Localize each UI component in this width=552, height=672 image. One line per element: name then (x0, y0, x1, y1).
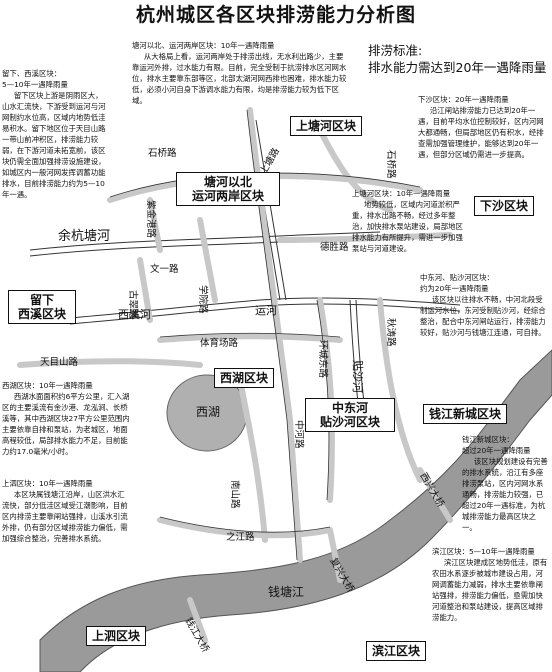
road-tianmushan (17, 358, 203, 368)
road-nanshan (237, 377, 268, 543)
note-body: 留下区块上游是阴雨区大，山水汇流快，下游受到运河与河网制约水位高，区域内地势低洼… (2, 91, 106, 199)
road-xueyuan (197, 217, 218, 303)
label-shiqiao2: 石桥路 (385, 150, 397, 179)
label-xueyuan: 学院路 (197, 285, 209, 314)
note-binjiang: 滨江区块：5—10年一遇降雨量 滨江区块建成区地势低洼，原有农田水系逐步被城市建… (432, 546, 548, 623)
note-head: 上塘河区块：10年一遇降雨量 (352, 189, 451, 198)
road-shiqiao (317, 127, 393, 213)
note-shangtanghe: 上塘河区块：10年一遇降雨量 地势较低，区域内河道淤积严重，排水出路不畅，经过多… (352, 188, 464, 254)
road-qiutao (377, 297, 423, 483)
note-sub: 5—10年一遇降雨量 (2, 80, 68, 89)
label-nanshan: 南山路 (229, 480, 241, 509)
district-qianjiang: 钱江新城区块 (423, 404, 508, 424)
label-xixihe: 西溪河 (118, 308, 151, 321)
note-head: 滨江区块：5—10年一遇降雨量 (432, 547, 535, 556)
district-binjiang: 滨江区块 (366, 641, 427, 661)
note-head: 下沙区块：20年一遇降雨量 (418, 95, 509, 104)
road-fuxing (327, 527, 343, 583)
label-yunhe: 运河 (255, 304, 277, 317)
note-body: 滨江区块建成区地势低洼，原有农田水系逐步被城市建设占用，河网调蓄能力减弱，排水主… (432, 558, 548, 622)
district-shangsi: 上泗区块 (86, 626, 147, 646)
note-xihu: 西湖区块：10年一遇降雨量 西湖水面面积约6平方公里，汇入湖区的主要溪流有金沙港… (2, 380, 130, 457)
note-body: 本区块属钱塘江沿岸，山区洪水汇流快，部分低洼区域受江潮影响，目前区内排涝主要靠闸… (2, 490, 128, 543)
note-shangsi: 上泗区块：10年一遇降雨量 本区块属钱塘江沿岸，山区洪水汇流快，部分低洼区域受江… (2, 478, 130, 544)
label-zijingang: 紫金港路 (145, 200, 157, 239)
note-liuxia: 留下、西溪区块： 5—10年一遇降雨量 留下区块上游是阴雨区大，山水汇流快，下游… (2, 68, 106, 200)
yuhang-tanghe (29, 231, 381, 251)
note-xiasha: 下沙区块：20年一遇降雨量 沿江闸站排涝能力已达到20年一遇，目前平均水位控制较… (418, 94, 546, 160)
district-shangtanghe: 上塘河区块 (290, 116, 363, 136)
road-zijingang (147, 197, 163, 253)
label-wenyilu: 文一路 (150, 263, 179, 275)
xixi-river (69, 297, 461, 319)
note-body: 西湖水面面积约6平方公里，汇入湖区的主要溪流有金沙港、龙泓涧、长桥溪等，其中西湖… (2, 392, 130, 456)
road-deshenglu (277, 232, 453, 243)
label-qiantangjiang: 钱塘江 (268, 584, 304, 599)
road-qianjiangdaqiao (187, 597, 208, 643)
note-yunhe-north: 塘河以北、运河两岸区块：10年一遇降雨量 从大格局上看，运河两岸处于排涝出线，无… (132, 40, 347, 106)
district-liuxia: 留下 西溪区块 (8, 290, 76, 324)
district-xiasha: 下沙区块 (474, 196, 535, 216)
road-gucui (137, 257, 153, 323)
note-head: 上泗区块：10年一遇降雨量 (2, 479, 93, 488)
label-zhijiang: 之江路 (226, 531, 255, 543)
note-qianjiang: 钱江新城区块： 超过20年一遇降雨量 该区块规划建设有完善的排水系统，沿江有多座… (462, 434, 548, 533)
note-head: 中东河、贴沙河区块： (420, 273, 494, 282)
note-head: 留下、西溪区块： (2, 69, 62, 78)
road-shangtang (247, 107, 303, 563)
note-body: 沿江闸站排涝能力已达到20年一遇，目前平均水位控制较好，区内河网大都通畅，但局部… (418, 106, 544, 159)
note-zhongdonghe: 中东河、贴沙河区块： 约为20年一遇降雨量 该区块以往排水不畅，中河北段受制运河… (420, 272, 546, 338)
page-title: 杭州城区各区块排涝能力分析图 (135, 4, 416, 26)
label-tiyuchang: 体育场路 (200, 337, 239, 349)
label-yuhangtanghe: 余杭塘河 (58, 228, 110, 244)
note-body: 该区块规划建设有完善的排水系统，沿江有多座排涝泵站，区内河网水系通畅，排涝能力较… (462, 457, 548, 532)
note-sub: 约为20年一遇降雨量 (420, 284, 489, 293)
road-xixing (417, 467, 453, 523)
road-tiyuchang (157, 333, 343, 343)
label-qiutao: 秋涛路 (385, 318, 397, 347)
label-guxin: 古翠路 (127, 290, 139, 319)
label-huanchengdong: 环城东路 (317, 340, 329, 379)
label-xihu: 西湖 (196, 404, 220, 419)
label-tiesha: 贴沙河 (351, 360, 365, 393)
district-xihu: 西湖区块 (214, 368, 275, 388)
label-zhonghe: 中河路 (293, 420, 305, 449)
standard-line1: 排涝标准: (368, 43, 423, 58)
note-body: 地势较低，区域内河道淤积严重，排水出路不畅，经过多年整治，加快排水泵站建设，局部… (352, 200, 463, 253)
district-zhongdonghe: 中东河 贴沙河区块 (305, 398, 395, 432)
road-zhijiang (157, 517, 333, 539)
note-sub: 超过20年一遇降雨量 (462, 446, 531, 455)
note-head: 钱江新城区块： (462, 435, 514, 444)
label-shiqiao: 石桥路 (148, 147, 177, 159)
note-body: 该区块以往排水不畅，中河北段受制运河水位，东河受制贴沙河，经综合整治，配合中东河… (420, 295, 546, 337)
drainage-standard: 排涝标准: 排水能力需达到20年一遇降雨量 (368, 42, 546, 76)
road-huancheng (317, 297, 335, 503)
label-tianmushan: 天目山路 (40, 356, 79, 368)
qiantang-river (39, 349, 552, 672)
note-head: 塘河以北、运河两岸区块：10年一遇降雨量 (132, 41, 275, 50)
label-deshenglu: 德胜路 (320, 241, 349, 253)
district-yunhe-north: 塘河以北 运河两岸区块 (176, 172, 280, 206)
note-head: 西湖区块：10年一遇降雨量 (2, 381, 93, 390)
note-body: 从大格局上看，运河两岸处于排涝出线，无水利出路少，主要靠运河外排，过水能力有限。… (132, 52, 347, 105)
standard-line2: 排水能力需达到20年一遇降雨量 (368, 60, 547, 75)
